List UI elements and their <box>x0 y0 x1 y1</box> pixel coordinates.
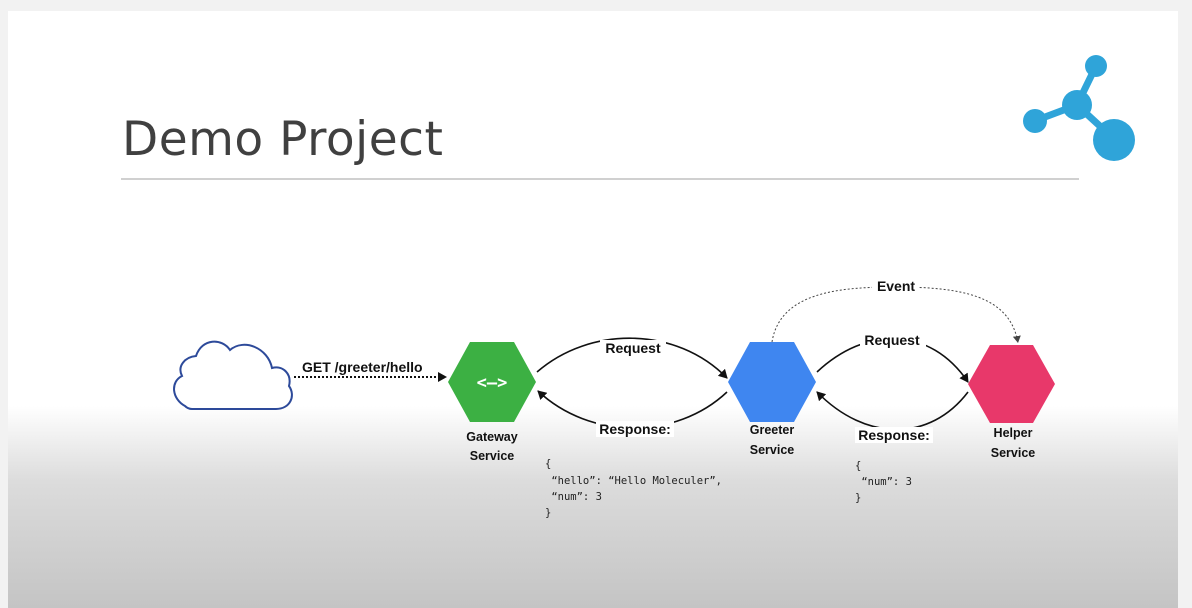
svg-text:“num”: 3: “num”: 3 <box>855 476 912 488</box>
greeter-label-line1: Greeter <box>750 423 795 437</box>
svg-text:}: } <box>855 492 861 504</box>
left-payload: { “hello”: “Hello Moleculer”, “num”: 3 } <box>545 458 722 519</box>
gateway-hexagon <box>448 342 536 422</box>
helper-label-line1: Helper <box>994 426 1033 440</box>
right-response-arrow <box>816 391 969 431</box>
right-payload: { “num”: 3 } <box>855 460 912 504</box>
left-response-label: Response: <box>599 421 671 437</box>
greeter-label-line2: Service <box>750 443 795 457</box>
molecule-icon <box>1023 55 1135 161</box>
cloud-icon <box>173 340 293 410</box>
helper-label-line2: Service <box>991 446 1036 460</box>
title-divider <box>121 178 1079 180</box>
right-response-label: Response: <box>858 427 930 443</box>
left-request-label: Request <box>605 340 661 356</box>
event-arrow <box>771 286 1021 344</box>
event-label: Event <box>877 278 915 294</box>
gateway-label-line2: Service <box>470 449 515 463</box>
slide <box>8 11 1178 608</box>
helper-hexagon <box>968 345 1055 423</box>
right-request-label: Request <box>864 332 920 348</box>
svg-text:“num”: 3: “num”: 3 <box>545 491 602 503</box>
page-title: Demo Project <box>122 112 444 167</box>
left-request-arrow <box>536 337 728 379</box>
greeter-hexagon <box>728 342 816 422</box>
svg-text:“hello”: “Hello Moleculer”,: “hello”: “Hello Moleculer”, <box>545 475 722 487</box>
svg-text:{: { <box>545 458 551 470</box>
code-arrows-icon: <—> <box>477 373 508 393</box>
svg-text:{: { <box>855 460 861 472</box>
svg-text:}: } <box>545 507 551 519</box>
gateway-label-line1: Gateway <box>466 430 517 444</box>
get-request-label: GET /greeter/hello <box>302 359 423 375</box>
